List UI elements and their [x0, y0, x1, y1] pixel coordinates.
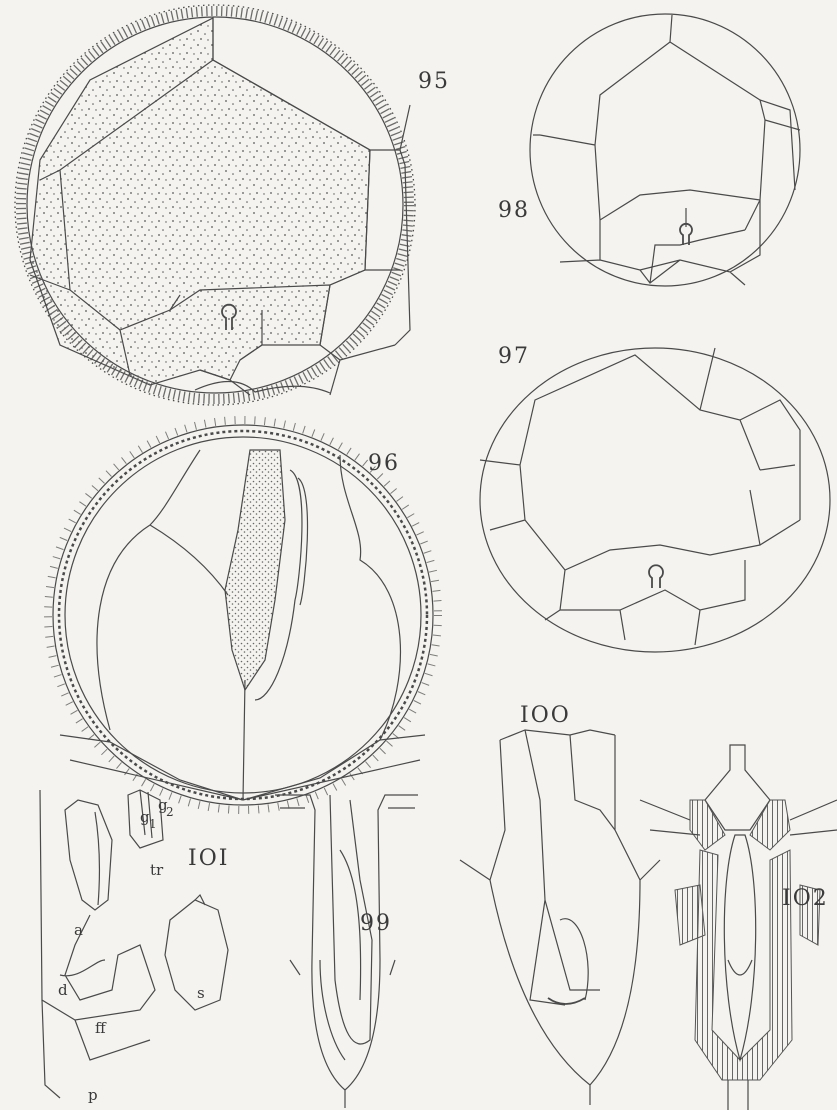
fig101-part-a	[65, 800, 112, 910]
fig95-number: 95	[418, 69, 450, 94]
figure-102: IO2	[640, 745, 837, 1110]
fig97-number: 97	[498, 344, 530, 369]
fig101-part-p	[42, 1000, 150, 1098]
fig102-number: IO2	[782, 886, 829, 911]
figure-96: 96	[48, 420, 438, 810]
fig99-side-spines	[290, 960, 395, 975]
fig98-plate-borders	[533, 15, 800, 285]
fig98-number: 98	[498, 198, 530, 223]
fig102-hatched-suture-top	[690, 800, 790, 850]
fig97-pore	[649, 565, 663, 588]
fig100-outline	[460, 730, 660, 1105]
figure-97: 97	[480, 344, 830, 652]
fig100-inner-plates	[525, 730, 615, 1005]
fig101-label-g1-sub: 1	[149, 817, 157, 831]
fig99-outline	[275, 795, 418, 1108]
fig101-label-ff: ff	[95, 1019, 107, 1037]
fig96-number: 96	[368, 451, 400, 476]
fig100-number: IOO	[520, 703, 571, 728]
fig101-label-d: d	[58, 981, 68, 999]
figure-95: 95	[15, 5, 450, 405]
fig101-label-a: a	[74, 921, 83, 939]
fig101-label-p: p	[88, 1086, 98, 1104]
fig102-inner-capsule	[724, 835, 755, 1060]
figure-101: IOI a d ff p s tr g 1 g 2	[40, 790, 229, 1104]
fig97-plate-borders	[480, 348, 800, 645]
figure-98: 98	[498, 14, 800, 286]
fig101-label-tr: tr	[150, 861, 164, 879]
fig96-sulcus-column	[225, 450, 285, 690]
figure-99: 99	[275, 795, 418, 1108]
fig101-label-s: s	[197, 984, 205, 1002]
fig99-number: 99	[360, 911, 392, 936]
fig97-outline	[480, 348, 830, 652]
fig101-label-g2-sub: 2	[166, 805, 174, 819]
fig101-number: IOI	[188, 846, 229, 871]
figure-100: IOO	[460, 703, 660, 1105]
